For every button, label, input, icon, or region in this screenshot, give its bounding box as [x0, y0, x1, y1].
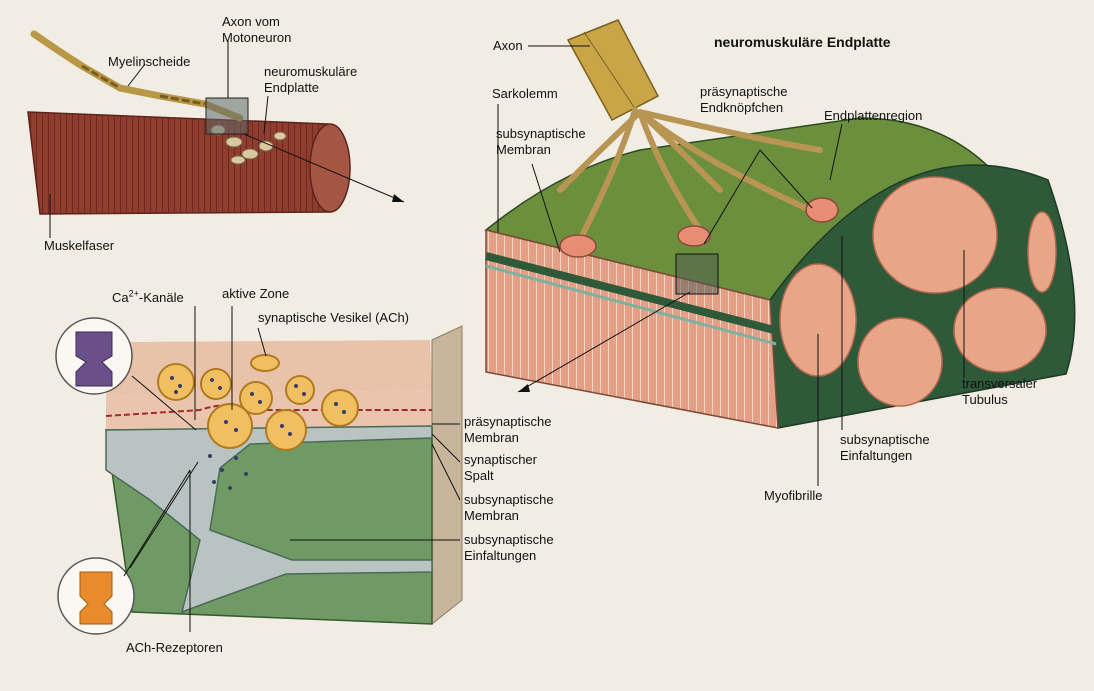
- label-ach-receptors: ACh-Rezeptoren: [126, 640, 223, 656]
- label-myelin-sheath: Myelinscheide: [108, 54, 190, 70]
- separate-vesicle: [251, 355, 279, 371]
- label-ca-channels: Ca2+-Kanäle: [112, 290, 184, 306]
- label-sarcolemma: Sarkolemm: [492, 86, 558, 102]
- detail-zoom-box: [676, 254, 718, 294]
- label-presynaptic-knobs: präsynaptische Endknöpfchen: [700, 84, 787, 116]
- muscle-fiber: [28, 112, 343, 214]
- ca-channel-icon: [76, 332, 112, 386]
- label-subsynaptic-membrane-right: subsynaptische Membran: [496, 126, 586, 158]
- label-endplate-small: neuromuskuläre Endplatte: [264, 64, 357, 96]
- synapse-block: [56, 306, 462, 634]
- muscle-fiber-end: [310, 124, 350, 212]
- label-myofibril: Myofibrille: [764, 488, 823, 504]
- label-endplate-region: Endplattenregion: [824, 108, 922, 124]
- panel-title-endplate: neuromuskuläre Endplatte: [714, 34, 891, 50]
- label-presynaptic-membrane: präsynaptische Membran: [464, 414, 551, 446]
- label-active-zone: aktive Zone: [222, 286, 289, 302]
- label-subsynaptic-folds: subsynaptische Einfaltungen: [464, 532, 554, 564]
- label-muscle-fiber: Muskelfaser: [44, 238, 114, 254]
- label-synaptic-cleft: synaptischer Spalt: [464, 452, 537, 484]
- endplate-zoom-box: [206, 98, 248, 134]
- label-synaptic-vesicles: synaptische Vesikel (ACh): [258, 310, 409, 326]
- label-axon-motoneuron: Axon vom Motoneuron: [222, 14, 291, 46]
- label-t-tubule: transversaler Tubulus: [962, 376, 1037, 408]
- label-subsynaptic-folds-right: subsynaptische Einfaltungen: [840, 432, 930, 464]
- label-subsynaptic-membrane: subsynaptische Membran: [464, 492, 554, 524]
- label-axon: Axon: [493, 38, 523, 54]
- ach-receptor-icon: [80, 572, 112, 624]
